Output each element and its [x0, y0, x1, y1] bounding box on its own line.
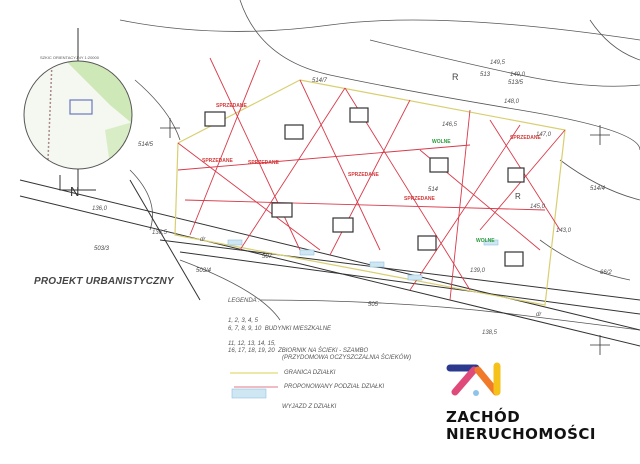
brand-name-line1: ZACHÓD [446, 408, 521, 426]
road-label: dr [200, 237, 206, 243]
legend-label: BUDYNKI MIESZKALNE [264, 326, 332, 332]
parcel-number: 503/3 [94, 246, 110, 252]
parcel-number: 66/2 [600, 270, 612, 276]
parcel-number: 505 [368, 302, 379, 308]
parcel-number: 503/4 [196, 268, 212, 274]
page-title: PROJEKT URBANISTYCZNY [34, 276, 174, 287]
orientation-inset [23, 28, 133, 191]
parcel-number: 513/5 [508, 80, 524, 86]
status-sold: SPRZEDANE [202, 158, 233, 164]
legend-label: ZBIORNIK NA ŚCIEKI - SZAMBO [278, 348, 369, 354]
legend-numbers: 6, 7, 8, 9, 10 [228, 326, 262, 332]
elevation: 149,0 [510, 72, 526, 78]
road-label: dr [536, 312, 542, 318]
elevation: 148,0 [504, 99, 520, 105]
elevation: 149,5 [490, 60, 506, 66]
contour-lines [119, 0, 640, 331]
elevation: 145,0 [530, 204, 546, 210]
elevation: 139,0 [470, 268, 486, 274]
inset-caption: SZKIC ORIENTACYJNY 1:20000 [40, 55, 99, 60]
elevation: 136,0 [92, 206, 108, 212]
legend-item-septic: 16, 17, 18, 19, 20 ZBIORNIK NA ŚCIEKI - … [228, 348, 368, 354]
parcel-number: 507 [262, 254, 273, 260]
buildings [204, 107, 525, 267]
parcel-number: R [452, 72, 459, 82]
parcel-number: 514/7 [312, 78, 328, 84]
legend-sublabel: (PRZYDOMOWA OCZYSZCZALNIA ŚCIEKÓW) [282, 355, 412, 361]
legend-numbers: 16, 17, 18, 19, 20 [228, 348, 275, 354]
legend-item-buildings: 6, 7, 8, 9, 10 BUDYNKI MIESZKALNE [228, 326, 331, 332]
plot-boundary [174, 79, 566, 306]
elevation: 143,0 [556, 228, 572, 234]
status-sold: SPRZEDANE [510, 135, 541, 141]
north-arrow-label: N [70, 184, 80, 199]
parcel-number: 514/4 [590, 186, 606, 192]
brand-logo-mark [446, 362, 501, 396]
elevation: 138,5 [482, 330, 498, 336]
legend-numbers: 11, 12, 13, 14, 15, [228, 341, 276, 347]
proposed-division-lines [177, 57, 566, 301]
status-free: WOLNE [476, 238, 495, 244]
elevation: 147,0 [536, 132, 552, 138]
elevation: 146,5 [442, 122, 458, 128]
road [19, 179, 640, 347]
legend-numbers: 1, 2, 3, 4, 5 [228, 318, 259, 324]
legend-heading: LEGENDA : [228, 298, 260, 304]
brand-name-line2: NIERUCHOMOŚCI [446, 425, 596, 443]
legend-label: PROPONOWANY PODZIAŁ DZIAŁKI [284, 384, 385, 390]
status-sold: SPRZEDANE [348, 172, 379, 178]
parcel-number: 514 [428, 187, 439, 193]
status-free: WOLNE [432, 139, 451, 145]
parcel-number: 514/5 [138, 142, 154, 148]
parcel-number: R [515, 192, 521, 201]
survey-crosses [160, 118, 610, 355]
status-sold: SPRZEDANE [404, 196, 435, 202]
status-sold: SPRZEDANE [248, 160, 279, 166]
parcel-number: 513 [480, 72, 491, 78]
driveways [227, 239, 499, 399]
elevation: 136,5 [152, 230, 168, 236]
status-sold: SPRZEDANE [216, 103, 247, 109]
legend-label: GRANICA DZIAŁKI [284, 370, 336, 376]
legend-label: WYJAZD Z DZIAŁKI [282, 404, 337, 410]
